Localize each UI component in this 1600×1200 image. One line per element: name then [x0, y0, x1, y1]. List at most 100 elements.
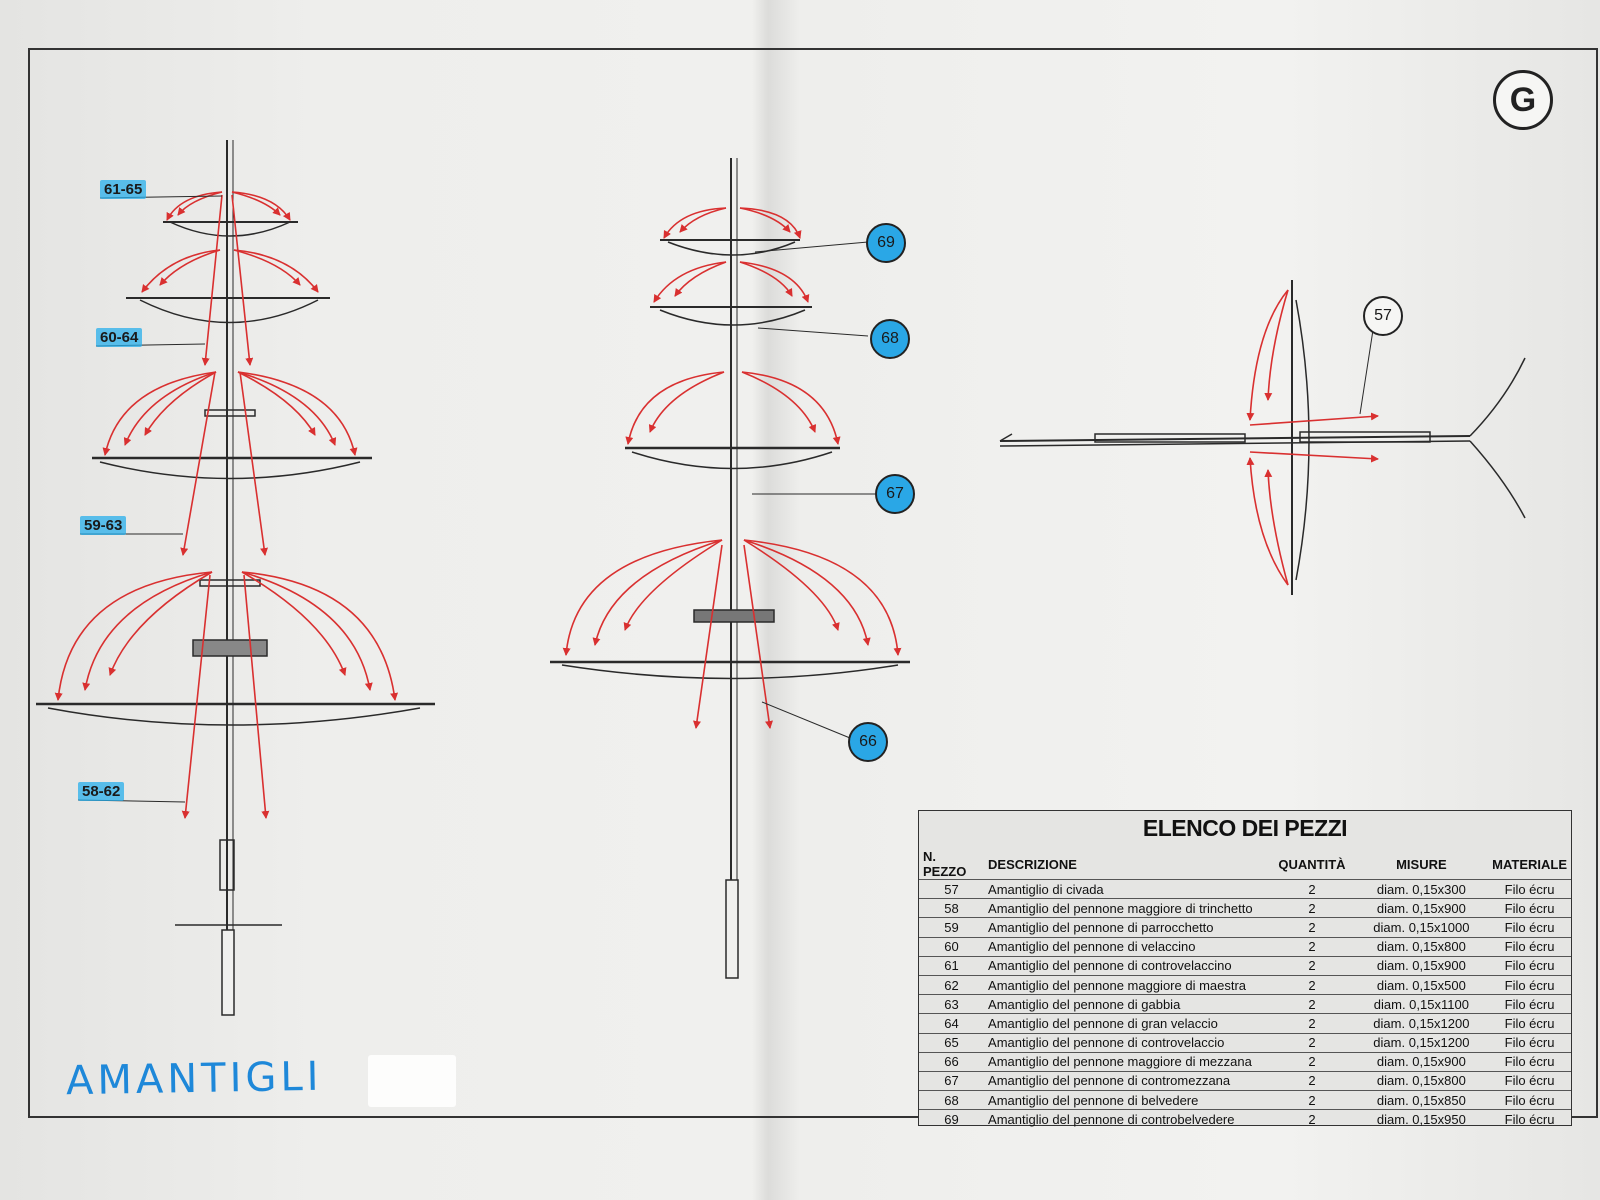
cell-quantita: 2 [1269, 1051, 1355, 1072]
cell-descrizione: Amantiglio del pennone di gran velaccio [984, 1013, 1270, 1033]
cell-materiale: Filo écru [1488, 1070, 1571, 1091]
cell-quantita: 2 [1269, 1070, 1355, 1091]
cell-misure: diam. 0,15x900 [1354, 1051, 1489, 1072]
bowsprit-leader-line [1359, 329, 1374, 415]
cell-n-pezzo: 69 [919, 1109, 985, 1129]
cell-quantita: 2 [1269, 898, 1355, 918]
cell-materiale: Filo écru [1488, 936, 1571, 957]
cell-n-pezzo: 61 [919, 955, 985, 976]
header-n-pezzo: N. PEZZO [923, 849, 967, 879]
callout-69: 69 [866, 223, 906, 263]
foremast-drawing [36, 140, 435, 1016]
cell-n-pezzo: 65 [919, 1032, 985, 1053]
cell-misure: diam. 0,15x1000 [1354, 917, 1489, 938]
cell-materiale: Filo écru [1488, 1013, 1571, 1033]
cell-quantita: 2 [1269, 955, 1355, 976]
cell-misure: diam. 0,15x300 [1354, 878, 1489, 899]
cell-materiale: Filo écru [1488, 917, 1571, 938]
cell-misure: diam. 0,15x1200 [1354, 1013, 1489, 1033]
cell-descrizione: Amantiglio del pennone di velaccino [984, 936, 1270, 957]
cell-descrizione: Amantiglio del pennone maggiore di mezza… [984, 1051, 1270, 1072]
cell-misure: diam. 0,15x1200 [1354, 1032, 1489, 1053]
cell-materiale: Filo écru [1488, 955, 1571, 976]
label-59-63: 59-63 [80, 516, 127, 535]
parts-table-title: ELENCO DEI PEZZI [1142, 815, 1348, 841]
cell-descrizione: Amantiglio del pennone di parrocchetto [984, 917, 1270, 938]
cell-materiale: Filo écru [1488, 1051, 1571, 1072]
cell-misure: diam. 0,15x900 [1354, 955, 1489, 976]
cell-misure: diam. 0,15x500 [1354, 974, 1489, 995]
cell-descrizione: Amantiglio del pennone maggiore di trinc… [984, 898, 1270, 918]
foremast-leader-lines [77, 195, 223, 803]
cell-quantita: 2 [1269, 994, 1355, 1014]
cell-n-pezzo: 60 [919, 936, 985, 957]
cell-n-pezzo: 63 [919, 994, 985, 1014]
label-58-62: 58-62 [78, 782, 125, 801]
cell-quantita: 2 [1269, 1013, 1355, 1033]
cell-n-pezzo: 59 [919, 917, 985, 938]
cell-quantita: 2 [1269, 1032, 1355, 1053]
label-61-65: 61-65 [100, 180, 147, 199]
handwritten-note: AMANTIGLI [65, 1053, 323, 1105]
sheet-letter-badge: G [1493, 70, 1553, 130]
header-descrizione: DESCRIZIONE [988, 856, 1077, 872]
cell-materiale: Filo écru [1488, 1109, 1571, 1129]
header-misure: MISURE [1396, 856, 1447, 872]
cell-descrizione: Amantiglio del pennone di belvedere [984, 1090, 1270, 1110]
cell-n-pezzo: 67 [919, 1070, 985, 1091]
cell-n-pezzo: 57 [919, 878, 985, 899]
cell-quantita: 2 [1269, 974, 1355, 995]
callout-66: 66 [848, 722, 888, 762]
table-header-row: N. PEZZO DESCRIZIONE QUANTITÀ MISURE MAT… [919, 849, 1571, 880]
cell-misure: diam. 0,15x800 [1354, 1070, 1489, 1091]
label-60-64: 60-64 [96, 328, 143, 347]
cell-n-pezzo: 58 [919, 898, 985, 918]
cell-misure: diam. 0,15x850 [1354, 1090, 1489, 1110]
cell-materiale: Filo écru [1488, 1032, 1571, 1053]
callout-68: 68 [870, 319, 910, 359]
cell-descrizione: Amantiglio del pennone di controvelaccin… [984, 955, 1270, 976]
cell-materiale: Filo écru [1488, 994, 1571, 1014]
header-materiale: MATERIALE [1492, 856, 1567, 872]
cell-quantita: 2 [1269, 878, 1355, 899]
cell-misure: diam. 0,15x900 [1354, 898, 1489, 918]
foremast-rigging [54, 191, 399, 819]
cell-misure: diam. 0,15x800 [1354, 936, 1489, 957]
cell-materiale: Filo écru [1488, 1090, 1571, 1110]
parts-table-grid: N. PEZZO DESCRIZIONE QUANTITÀ MISURE MAT… [919, 849, 1571, 1129]
mizzen-rigging [562, 207, 902, 729]
cell-quantita: 2 [1269, 1109, 1355, 1129]
callout-57: 57 [1363, 296, 1403, 336]
cell-materiale: Filo écru [1488, 898, 1571, 918]
cell-quantita: 2 [1269, 917, 1355, 938]
cell-n-pezzo: 66 [919, 1051, 985, 1072]
cell-descrizione: Amantiglio del pennone di contromezzana [984, 1070, 1270, 1091]
header-quantita: QUANTITÀ [1278, 856, 1346, 872]
cell-descrizione: Amantiglio del pennone di gabbia [984, 994, 1270, 1014]
cell-quantita: 2 [1269, 1090, 1355, 1110]
callout-67: 67 [875, 474, 915, 514]
cell-n-pezzo: 62 [919, 974, 985, 995]
cell-quantita: 2 [1269, 936, 1355, 957]
cell-misure: diam. 0,15x1100 [1354, 994, 1489, 1014]
cell-misure: diam. 0,15x950 [1354, 1109, 1489, 1129]
bowsprit-drawing [999, 280, 1526, 595]
cell-descrizione: Amantiglio del pennone di controbelveder… [984, 1109, 1270, 1129]
cell-materiale: Filo écru [1488, 974, 1571, 995]
white-tape-patch [368, 1055, 456, 1107]
mizzen-drawing [550, 158, 910, 979]
mizzen-leader-lines [752, 241, 875, 739]
parts-list-table: ELENCO DEI PEZZI N. PEZZO DESCRIZIONE QU… [918, 810, 1572, 1129]
